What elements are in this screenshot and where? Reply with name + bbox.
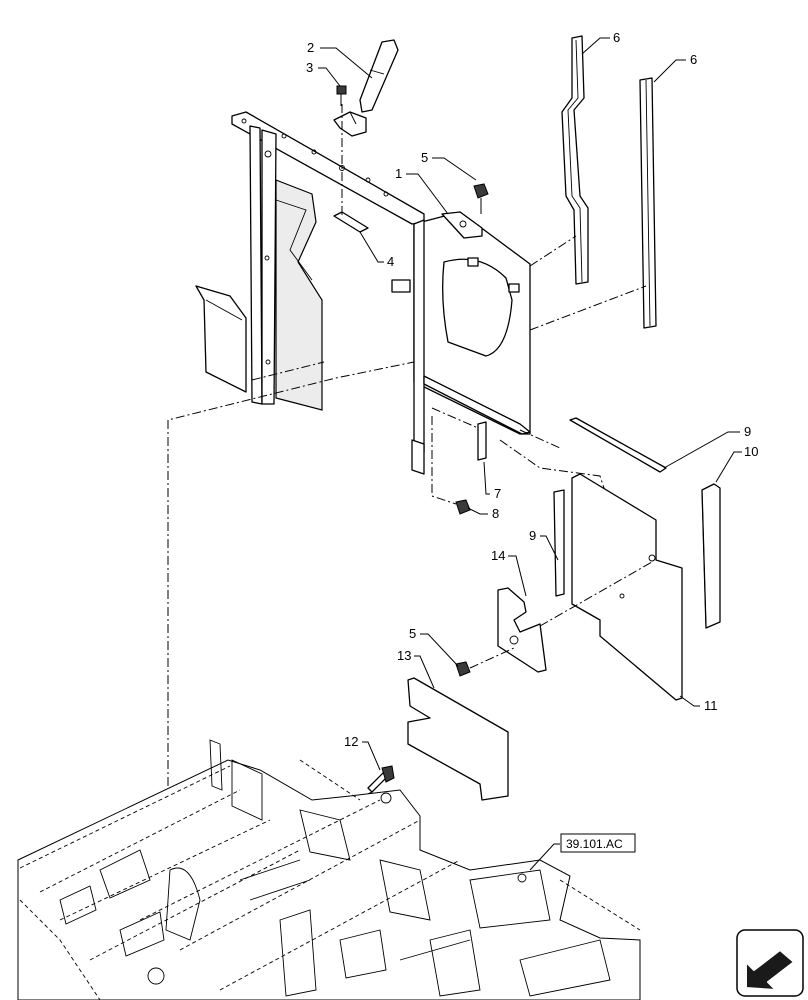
- bolt-part-5-top: [473, 183, 489, 214]
- callout-1: 1: [395, 166, 402, 181]
- seal-part-6-straight: [639, 77, 657, 329]
- callout-7: 7: [494, 486, 501, 501]
- callout-11: 11: [704, 698, 718, 713]
- right-panel-part-1: [391, 211, 531, 475]
- reference-link-box[interactable]: 39.101.AC: [560, 833, 636, 853]
- callout-10: 10: [744, 444, 758, 459]
- strip-part-9-horizontal: [569, 417, 667, 473]
- leader-lines: [318, 37, 742, 871]
- callout-labels: 2 3 6 6 5 1 4 9 10 7 8 9 14 5 13 11 12: [306, 30, 758, 749]
- callout-12: 12: [344, 734, 358, 749]
- left-shroud-panel: [195, 111, 425, 411]
- strip-part-9-vertical: [553, 489, 565, 597]
- bolt-part-12: [367, 765, 395, 793]
- callout-4: 4: [387, 254, 394, 269]
- callout-3: 3: [306, 60, 313, 75]
- panel-part-11: [571, 473, 683, 701]
- callout-5-top: 5: [421, 150, 428, 165]
- callout-6-bent: 6: [613, 30, 620, 45]
- callout-2: 2: [307, 40, 314, 55]
- seal-part-6-bent: [561, 35, 589, 285]
- callout-14: 14: [491, 548, 505, 563]
- bolt-part-3: [336, 85, 347, 106]
- next-page-arrow-icon[interactable]: [736, 929, 804, 997]
- callout-13: 13: [397, 648, 411, 663]
- bracket-part-14: [497, 587, 547, 673]
- callout-5-lower: 5: [409, 626, 416, 641]
- pad-part-13: [407, 677, 509, 801]
- chassis-frame: [17, 739, 641, 1000]
- callout-9-lower: 9: [529, 528, 536, 543]
- callout-8: 8: [492, 506, 499, 521]
- callout-6-straight: 6: [690, 52, 697, 67]
- plate-part-4: [333, 211, 369, 233]
- bolt-part-5-lower: [455, 661, 471, 677]
- reference-label[interactable]: 39.101.AC: [566, 837, 623, 851]
- callout-9-top: 9: [744, 424, 751, 439]
- block-part-10: [701, 483, 721, 629]
- bolt-part-8: [455, 499, 471, 515]
- strip-part-7: [477, 421, 487, 461]
